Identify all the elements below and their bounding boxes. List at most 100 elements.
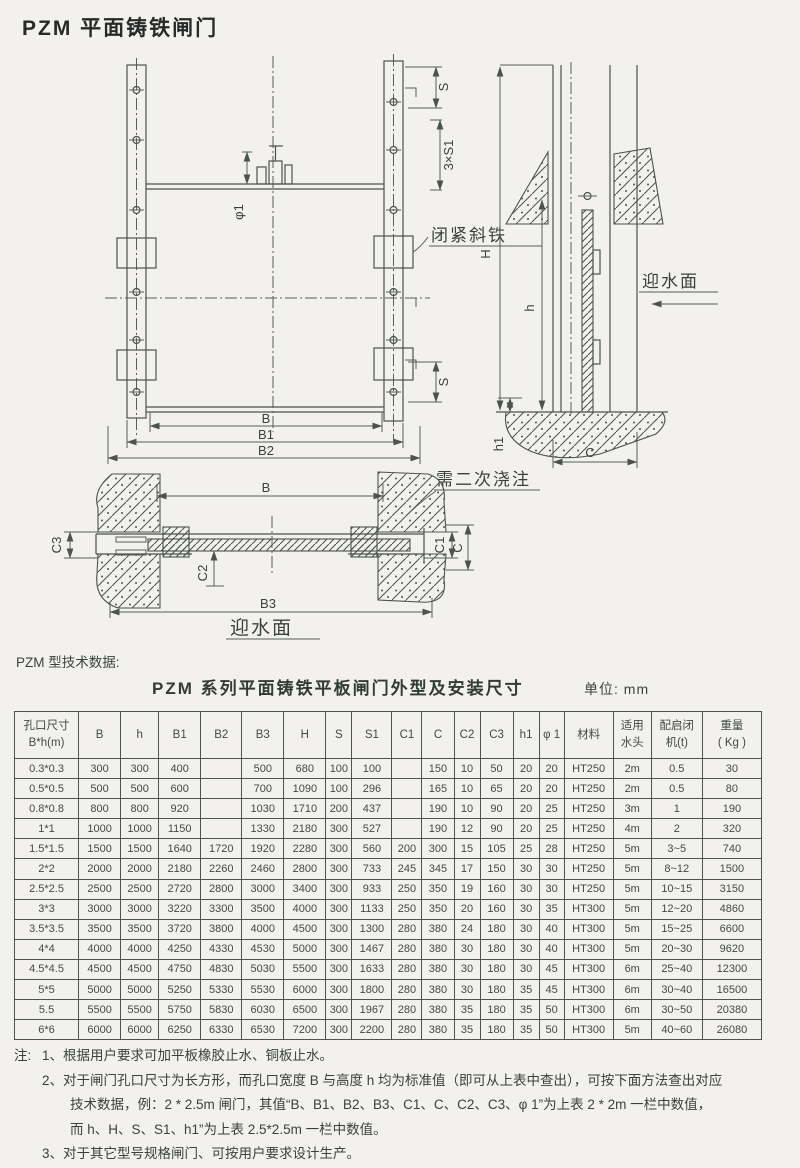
table-cell: 933: [351, 878, 393, 900]
table-cell: 380: [421, 999, 455, 1021]
anchor-bolts-left: [129, 85, 144, 397]
table-cell: 3800: [200, 918, 243, 940]
dim-h-label: h: [522, 304, 537, 311]
table-cell: 4500: [283, 918, 327, 940]
table-cell: 500: [241, 757, 285, 780]
table-cell: 25: [512, 838, 540, 860]
table-cell: 0.5: [650, 757, 703, 780]
column-header: B: [78, 711, 122, 759]
table-cell: 30~40: [650, 979, 703, 1001]
table-cell: [391, 818, 423, 840]
table-cell: 300: [325, 918, 353, 940]
table-cell: 190: [701, 798, 763, 820]
table-cell: 1.5*1.5: [13, 838, 80, 860]
table-cell: 1133: [351, 898, 393, 920]
table-cell: HT250: [563, 838, 614, 860]
table-cell: 250: [391, 898, 423, 920]
table-cell: 733: [351, 858, 393, 880]
table-cell: 2200: [351, 1019, 393, 1041]
note-line: 2、对于闸门孔口尺寸为长方形，而孔口宽度 B 与高度 h 均为标准值（即可从上表…: [42, 1072, 723, 1088]
table-cell: 15: [453, 838, 481, 860]
table-cell: 600: [158, 778, 202, 800]
table-cell: 3500: [241, 898, 285, 920]
table-cell: 500: [120, 778, 160, 800]
table-cell: 5500: [120, 999, 160, 1021]
table-cell: 30: [453, 979, 481, 1001]
table-cell: 5m: [612, 918, 652, 940]
table-cell: 4830: [200, 958, 243, 981]
table-cell: 30: [512, 938, 540, 960]
table-cell: 4330: [200, 938, 243, 960]
table-cell: 5.5: [13, 999, 80, 1021]
table-cell: 45: [538, 958, 565, 981]
table-cell: 380: [421, 979, 455, 1001]
table-cell: 6000: [78, 1019, 122, 1041]
table-cell: 0.5: [650, 778, 703, 800]
table-cell: 5m: [612, 1019, 652, 1041]
table-cell: 4*4: [13, 938, 80, 960]
column-header: C: [421, 711, 455, 759]
table-cell: 5530: [241, 979, 285, 1001]
table-cell: 3*3: [13, 898, 80, 920]
table-cell: 6m: [612, 999, 652, 1021]
table-cell: HT300: [563, 999, 614, 1021]
table-cell: 300: [325, 818, 353, 840]
table-cell: 245: [391, 858, 423, 880]
wedge-callout-label: 闭紧斜铁: [431, 226, 507, 245]
table-cell: 300: [325, 838, 353, 860]
table-cell: 1000: [78, 818, 122, 840]
table-cell: 28: [538, 838, 565, 860]
table-cell: HT300: [563, 898, 614, 920]
table-cell: 8~12: [650, 858, 703, 880]
table-cell: 5500: [78, 999, 122, 1021]
table-cell: 280: [391, 979, 423, 1001]
table-cell: 50: [479, 757, 514, 780]
table-title: PZM 系列平面铸铁平板闸门外型及安装尺寸: [152, 679, 524, 698]
table-cell: 30: [512, 878, 540, 900]
table-cell: 30: [453, 938, 481, 960]
table-cell: 4000: [241, 918, 285, 940]
table-cell: 10: [453, 778, 481, 800]
table-cell: 5250: [158, 979, 202, 1001]
table-cell: 3150: [701, 878, 763, 900]
table-cell: [391, 757, 423, 780]
table-cell: 3000: [78, 898, 122, 920]
table-cell: 1967: [351, 999, 393, 1021]
column-header: S1: [351, 711, 393, 759]
table-cell: 105: [479, 838, 514, 860]
table-cell: 30: [453, 958, 481, 981]
table-cell: 280: [391, 938, 423, 960]
table-cell: 65: [479, 778, 514, 800]
table-cell: 100: [351, 757, 393, 780]
facing-water-side-label: 迎水面: [642, 272, 699, 291]
table-cell: 700: [241, 778, 285, 800]
table-cell: 20~30: [650, 938, 703, 960]
table-cell: 5m: [612, 878, 652, 900]
dim-c-side-label: C: [585, 445, 594, 460]
table-cell: 2800: [200, 878, 243, 900]
table-cell: 3300: [200, 898, 243, 920]
column-header: B2: [200, 711, 243, 759]
table-cell: 280: [391, 958, 423, 981]
table-cell: 2460: [241, 858, 285, 880]
column-header: 配启闭 机(t): [650, 711, 703, 759]
technical-drawing: φ1 S 3×S1 S 闭紧斜铁 B B1 B2: [49, 54, 718, 640]
table-cell: 3400: [283, 878, 327, 900]
table-cell: 300: [421, 838, 455, 860]
concrete-bottom-right: [377, 553, 447, 603]
table-cell: 30: [512, 918, 540, 940]
table-cell: 150: [421, 757, 455, 780]
table-cell: 5000: [283, 938, 327, 960]
table-cell: 19: [453, 878, 481, 900]
table-cell: 2m: [612, 757, 652, 780]
table-cell: 5m: [612, 838, 652, 860]
column-header: S: [325, 711, 353, 759]
